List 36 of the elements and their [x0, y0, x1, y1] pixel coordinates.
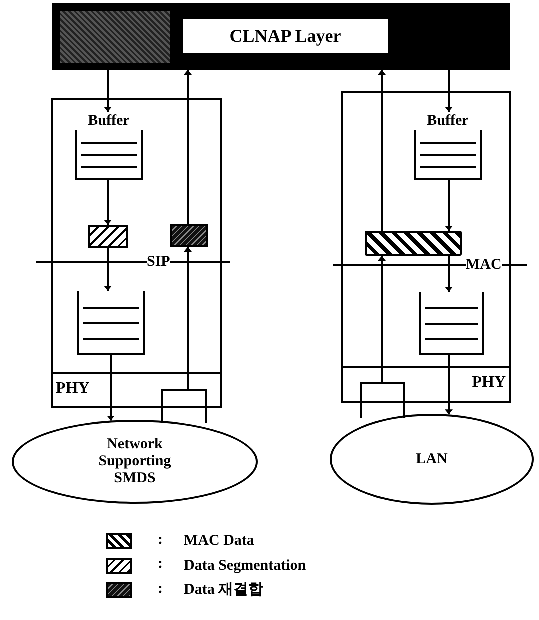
arrow	[446, 355, 452, 415]
network-ellipse	[330, 414, 534, 505]
buffer-queue	[414, 112, 482, 180]
layer-label: PHY	[472, 374, 506, 392]
mac-block	[365, 231, 462, 256]
arrow	[446, 180, 452, 231]
arrow	[106, 70, 110, 112]
buffer-queue	[77, 291, 145, 355]
legend-label: Data Segmentation	[184, 556, 306, 574]
arrow	[380, 256, 384, 382]
arrow	[186, 247, 190, 389]
queue-label: Buffer	[87, 112, 131, 130]
arrow	[108, 355, 114, 421]
module-box	[341, 91, 511, 403]
module-box	[51, 98, 222, 408]
network-label: Network Supporting SMDS	[98, 436, 172, 488]
legend-label: Data 재결합	[184, 581, 264, 599]
layer-bar	[52, 3, 510, 70]
arrow	[446, 256, 452, 292]
arrow	[186, 70, 190, 224]
segmentation-block	[88, 225, 128, 248]
network-label: LAN	[415, 451, 449, 468]
reassembly-block	[170, 224, 208, 247]
queue-label: Buffer	[426, 112, 470, 130]
arrow	[106, 248, 110, 291]
layer-label: PHY	[56, 380, 90, 398]
port-box	[161, 389, 207, 423]
layer-label: CLNAP Layer	[183, 19, 388, 53]
arrow	[106, 180, 110, 225]
network-ellipse	[12, 420, 258, 504]
buffer-queue	[75, 112, 143, 180]
legend-label: MAC Data	[184, 532, 254, 550]
port-box	[360, 382, 405, 418]
buffer-queue	[419, 292, 484, 355]
arrow	[446, 70, 452, 112]
arrow	[380, 70, 384, 231]
